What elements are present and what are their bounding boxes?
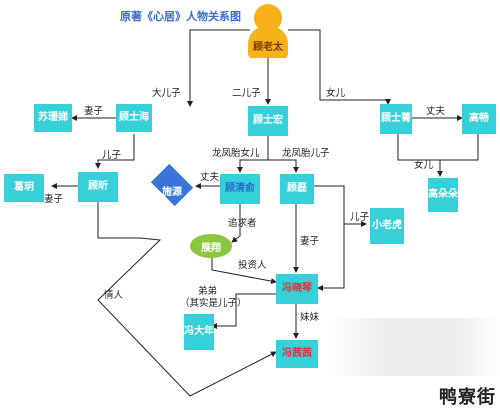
- watermark: 鸭寮街: [439, 387, 496, 408]
- node-gu-shi-jing: 顾士菁: [380, 104, 412, 134]
- node-gu-qing-yu: 顾清俞: [220, 174, 260, 204]
- line-tiger-to-feng: [317, 224, 345, 291]
- node-gu-shi-hai: 顾士海: [116, 104, 152, 132]
- node-gu-lei: 顾磊: [280, 174, 314, 204]
- root-person-name: 顾老太: [253, 42, 283, 53]
- line-daughter-2: [397, 134, 443, 177]
- line-lover: [97, 202, 277, 397]
- label-twin-son: 龙凤胎儿子: [282, 148, 330, 159]
- line-root-daughter: [288, 29, 391, 105]
- node-gao-duo-duo: 高朵朵: [428, 178, 458, 212]
- diagram-title: 原著《心居》人物关系图: [120, 10, 241, 23]
- label-daughter: 女儿: [326, 88, 346, 99]
- label-husband-1: 丈夫: [200, 172, 220, 183]
- label-wife-2: 妻子: [44, 194, 64, 205]
- line-twin-daughter: [237, 134, 269, 173]
- label-lover: 情人: [104, 290, 124, 301]
- label-brother-note: （其实是儿子）: [180, 298, 247, 309]
- label-investor: 投资人: [238, 260, 267, 271]
- node-feng-xiao-qin: 冯晓琴: [276, 274, 318, 304]
- label-twin-daughter: 龙凤胎女儿: [212, 148, 260, 159]
- node-xiao-lao-hu: 小老虎: [370, 208, 404, 244]
- label-pursuer: 追求者: [228, 218, 257, 229]
- node-gu-xin: 顾昕: [78, 172, 118, 202]
- label-husband-2: 丈夫: [426, 106, 446, 117]
- node-shi-yuan-label: 施源: [162, 187, 182, 198]
- line-brother: [211, 293, 276, 329]
- node-ge-yue: 葛玥: [4, 174, 44, 202]
- blur-overlay: [330, 318, 500, 376]
- label-eldest-son: 大儿子: [152, 88, 181, 99]
- label-son-2: 儿子: [350, 212, 370, 223]
- line-son-2: [312, 185, 367, 227]
- label-brother: 弟弟: [198, 286, 218, 297]
- line-root-eldest-son: [187, 29, 250, 107]
- line-investor: [211, 258, 277, 285]
- node-feng-da-nian: 冯大年: [184, 314, 214, 350]
- person-body-shape: [248, 26, 288, 58]
- root-person-node: 顾老太: [248, 4, 288, 58]
- label-daughter-2: 女儿: [414, 160, 434, 171]
- label-sister: 妹妹: [300, 312, 320, 323]
- node-zhan-xiang: 展翔: [190, 234, 232, 258]
- label-wife-3: 妻子: [300, 236, 320, 247]
- label-son-1: 儿子: [102, 150, 122, 161]
- node-shi-yuan: 施源: [150, 163, 194, 207]
- node-su-shan-di: 苏珊娣: [34, 104, 72, 132]
- node-feng-xi-xi: 冯茜茜: [276, 340, 318, 368]
- line-pursuer: [231, 202, 241, 243]
- label-second-son: 二儿子: [232, 88, 261, 99]
- label-wife-1: 妻子: [84, 106, 104, 117]
- node-gao-chang: 高畅: [462, 104, 496, 134]
- node-gu-shi-hong: 顾士宏: [248, 106, 288, 136]
- line-twin-son: [268, 159, 299, 173]
- line-son-1: [95, 134, 135, 169]
- line-daughter-2-b: [440, 134, 479, 161]
